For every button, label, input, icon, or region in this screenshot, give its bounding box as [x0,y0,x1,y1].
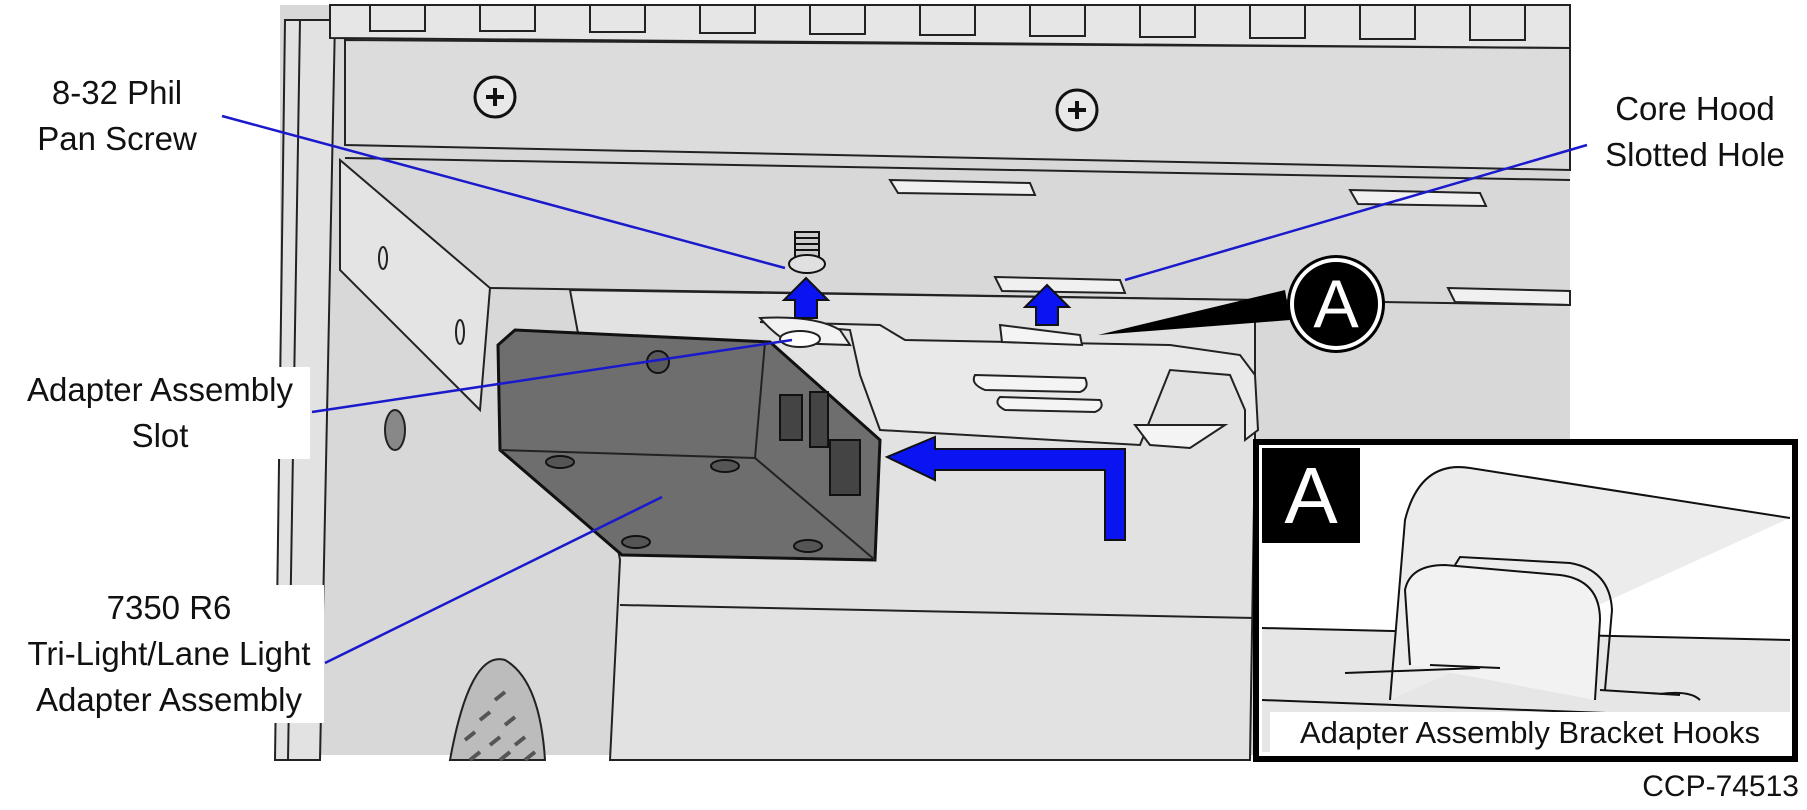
insert-arrow [884,435,1126,541]
callout-adapter-slot: Adapter Assembly Slot [10,367,310,459]
panel-screw-left [473,75,517,119]
callout-pan-screw: 8-32 Phil Pan Screw [12,70,222,162]
left-bracket [339,157,492,413]
leader-lines [221,114,1588,665]
callout-slotted-hole-line1: Core Hood [1615,90,1775,127]
pan-screw [788,231,826,274]
callout-slotted-hole: Core Hood Slotted Hole [1585,86,1805,178]
callout-pan-screw-line1: 8-32 Phil [51,74,183,111]
inset-letter: A [1284,451,1338,540]
speaker-grille [448,658,547,762]
callout-adapter-assembly: 7350 R6 Tri-Light/Lane Light Adapter Ass… [14,585,324,723]
inset-detail-view [1253,439,1798,762]
callout-adapter-assembly-line3: Adapter Assembly [36,681,302,718]
detail-marker-letter: A [1313,266,1359,342]
callout-adapter-slot-line1: Adapter Assembly [27,371,293,408]
slotted-holes [888,178,1571,307]
top-panel-face [344,38,1571,172]
inset-caption: Adapter Assembly Bracket Hooks [1270,712,1790,754]
callout-adapter-assembly-line2: Tri-Light/Lane Light [27,635,311,672]
callout-adapter-assembly-line1: 7350 R6 [106,589,232,626]
up-arrow-screw [781,276,831,319]
up-arrow-hook [1022,283,1072,326]
callout-pan-screw-line2: Pan Screw [37,120,197,157]
callout-slotted-hole-line2: Slotted Hole [1605,136,1785,173]
detail-pointer [1098,290,1290,335]
figure-id: CCP-74513 [1642,770,1799,803]
panel-screw-right [1055,88,1099,132]
detail-marker-a: A [1290,258,1382,350]
callout-adapter-slot-line2: Slot [131,417,189,454]
adapter-box [496,328,882,562]
